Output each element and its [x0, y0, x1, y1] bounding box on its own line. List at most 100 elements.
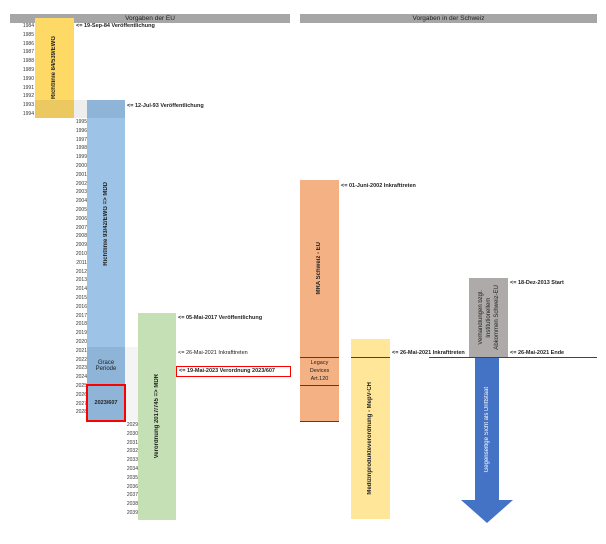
year-label: 2009: [75, 242, 87, 249]
year-label: 2015: [75, 295, 87, 301]
year-label: 1997: [75, 136, 87, 143]
year-label: 2034: [126, 466, 138, 472]
overlap-zone: [125, 347, 138, 421]
note-mra: <= 01-Juni-2002 Inkrafttreten: [341, 183, 416, 189]
year-label: 2039: [126, 510, 138, 516]
neg-1: Verhandlungen bzgl.: [477, 290, 484, 345]
year-label: 2000: [75, 163, 87, 169]
mra-label: MRA Schweiz - EU: [316, 242, 322, 295]
note-mepv: <= 26-Mai-2021 Inkrafttreten: [392, 350, 465, 356]
year-label: 2022: [75, 356, 87, 363]
neg-3: Abkommen Schweiz-EU: [493, 285, 500, 350]
note-2023-607: <= 19-Mai-2023 Verordnung 2023/607: [176, 366, 291, 377]
year-label: 2008: [75, 233, 87, 240]
year-label: 1991: [22, 84, 34, 91]
extension-2023-607: 2023/607: [86, 384, 126, 422]
year-label: 2028: [75, 409, 87, 416]
year-label: 1988: [22, 58, 34, 65]
year-label: 2002: [75, 180, 87, 187]
note-84: <= 19-Sep-84 Veröffentlichung: [76, 23, 155, 29]
red-line: [300, 421, 339, 422]
year-label: 2016: [75, 303, 87, 310]
year-label: 2020: [75, 339, 87, 345]
year-label: 2010: [75, 251, 87, 257]
year-label: 2023: [75, 365, 87, 372]
year-label: 2031: [126, 439, 138, 446]
year-label: 1987: [22, 49, 34, 56]
third-country-label: Gegenseitige Sicht als Drittstaat: [483, 387, 490, 473]
mdd-label: Richtlinie 93/42/EWG => MDD: [102, 181, 109, 266]
mdr-bar: Verordnung 2017/745 => MDR: [138, 313, 176, 520]
red-line: [429, 357, 597, 358]
year-label: 2006: [75, 215, 87, 222]
year-label: 2005: [75, 207, 87, 213]
year-label: 2004: [75, 198, 87, 205]
arrow-shape: [461, 358, 513, 523]
year-label: 2003: [75, 189, 87, 196]
year-label: 2025: [75, 383, 87, 389]
mra-tail: [300, 385, 339, 421]
legacy-3: Art.120: [310, 376, 329, 382]
year-label: 2027: [75, 400, 87, 407]
year-label: 2037: [126, 492, 138, 499]
year-label: 2032: [126, 448, 138, 455]
year-label: 2001: [75, 171, 87, 178]
year-label: 1989: [22, 67, 34, 73]
legacy-devices: Legacy Devices Art.120: [300, 357, 339, 385]
directive-84-539-bar: Richtlinie 84/539/EWG: [35, 18, 74, 118]
year-label: 1986: [22, 40, 34, 47]
legacy-2: Devices: [309, 368, 330, 374]
grace-period: Grace Periode: [87, 347, 125, 384]
year-label: 2018: [75, 321, 87, 328]
year-label: 2013: [75, 277, 87, 284]
year-label: 1992: [22, 93, 34, 100]
third-country-arrow: [461, 358, 513, 523]
mra-bar: MRA Schweiz - EU: [300, 180, 339, 357]
year-label: 2029: [126, 422, 138, 428]
neg-2: Institutionellem: [485, 297, 492, 338]
year-label: 1993: [22, 102, 34, 109]
legacy-1: Legacy: [310, 360, 329, 366]
overlap-shade: [35, 100, 74, 118]
mepv-label: Medizinprodukteverordnung - MepV-CH: [367, 381, 373, 495]
note-neg-start: <= 18-Dez-2013 Start: [510, 280, 564, 286]
overlap-zone: [74, 100, 87, 118]
directive-84-539-label: Richtlinie 84/539/EWG: [51, 36, 57, 100]
year-label: 1990: [22, 75, 34, 82]
year-label: 1995: [75, 119, 87, 125]
year-label: 1996: [75, 127, 87, 134]
mepv-bar: Medizinprodukteverordnung - MepV-CH: [351, 339, 390, 519]
year-label: 2038: [126, 501, 138, 508]
year-label: 2017: [75, 312, 87, 319]
year-label: 2011: [76, 259, 87, 266]
mdd-bar: Richtlinie 93/42/EWG => MDD: [87, 100, 125, 347]
note-neg-end: <= 26-Mai-2021 Ende: [510, 350, 565, 356]
note-mdr-pub: <= 05-Mai-2017 Veröffentlichung: [178, 315, 263, 321]
year-label: 2021: [75, 347, 87, 354]
note-mdr-force: <= 26-Mai-2021 Inkrafttreten: [178, 350, 248, 356]
year-label: 2014: [75, 286, 87, 293]
mdd-overlap: [87, 100, 125, 118]
year-label: 1985: [22, 31, 34, 38]
year-label: 1984: [22, 23, 34, 29]
year-label: 2007: [75, 224, 87, 231]
eu-header: Vorgaben der EU: [10, 14, 290, 23]
red-line: [351, 357, 390, 358]
year-label: 2019: [75, 330, 87, 337]
year-label: 2033: [126, 457, 138, 464]
year-label: 2012: [75, 268, 87, 275]
year-label: 2036: [126, 483, 138, 490]
ch-header: Vorgaben in der Schweiz: [300, 14, 597, 23]
year-label: 2024: [75, 374, 87, 381]
red-line: [300, 385, 339, 386]
year-label: 2035: [126, 474, 138, 481]
extension-label: 2023/607: [94, 400, 118, 406]
year-label: 1999: [75, 154, 87, 161]
year-label: 1994: [22, 111, 34, 117]
year-label: 2026: [75, 391, 87, 398]
mdr-label: Verordnung 2017/745 => MDR: [153, 374, 160, 459]
third-country-text-box: Gegenseitige Sicht als Drittstaat: [475, 360, 499, 500]
year-label: 2030: [126, 430, 138, 437]
